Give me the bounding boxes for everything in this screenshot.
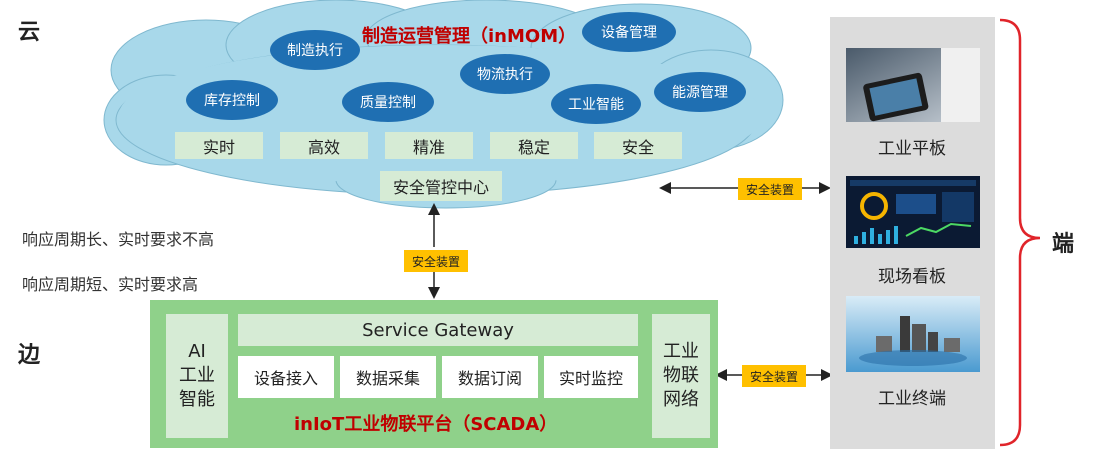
service-data-collection: 数据采集 xyxy=(340,356,436,398)
industrial-terminal-image xyxy=(846,296,980,372)
cloud-title: 制造运营管理（inMOM） xyxy=(362,26,577,47)
service-realtime-monitoring: 实时监控 xyxy=(544,356,638,398)
service-gateway: Service Gateway xyxy=(238,314,638,346)
module-industrial-intelligence: 工业智能 xyxy=(551,84,641,124)
module-inventory-control: 库存控制 xyxy=(186,80,278,120)
module-energy-management: 能源管理 xyxy=(654,72,746,112)
layer-label-edge: 边 xyxy=(18,343,41,368)
device-label-dashboard: 现场看板 xyxy=(878,267,946,287)
tag-efficient: 高效 xyxy=(280,132,368,159)
layer-label-terminal: 端 xyxy=(1052,232,1075,257)
tag-realtime: 实时 xyxy=(175,132,263,159)
module-quality-control: 质量控制 xyxy=(342,82,434,122)
ai-industrial-intelligence: AI 工业 智能 xyxy=(166,314,228,438)
service-device-access: 设备接入 xyxy=(238,356,334,398)
security-device-vertical: 安全装置 xyxy=(404,250,468,272)
tag-precise: 精准 xyxy=(385,132,473,159)
tag-secure: 安全 xyxy=(594,132,682,159)
security-device-cloud-terminal: 安全装置 xyxy=(738,178,802,200)
layer-label-cloud: 云 xyxy=(18,20,41,45)
module-manufacturing-execution: 制造执行 xyxy=(270,30,360,70)
service-data-subscription: 数据订阅 xyxy=(442,356,538,398)
device-label-terminal: 工业终端 xyxy=(878,389,946,409)
note-long-cycle: 响应周期长、实时要求不高 xyxy=(22,230,215,249)
device-label-tablet: 工业平板 xyxy=(878,139,946,159)
field-dashboard-image xyxy=(846,176,980,248)
iot-network: 工业 物联 网络 xyxy=(652,314,710,438)
industrial-tablet-image xyxy=(846,48,980,122)
note-short-cycle: 响应周期短、实时要求高 xyxy=(22,275,199,294)
module-equipment-management: 设备管理 xyxy=(582,12,676,52)
security-device-edge-terminal: 安全装置 xyxy=(742,365,806,387)
security-control-center: 安全管控中心 xyxy=(380,171,502,201)
edge-platform-title: inIoT工业物联平台（SCADA） xyxy=(294,414,558,435)
module-logistics-execution: 物流执行 xyxy=(460,54,550,94)
tag-stable: 稳定 xyxy=(490,132,578,159)
